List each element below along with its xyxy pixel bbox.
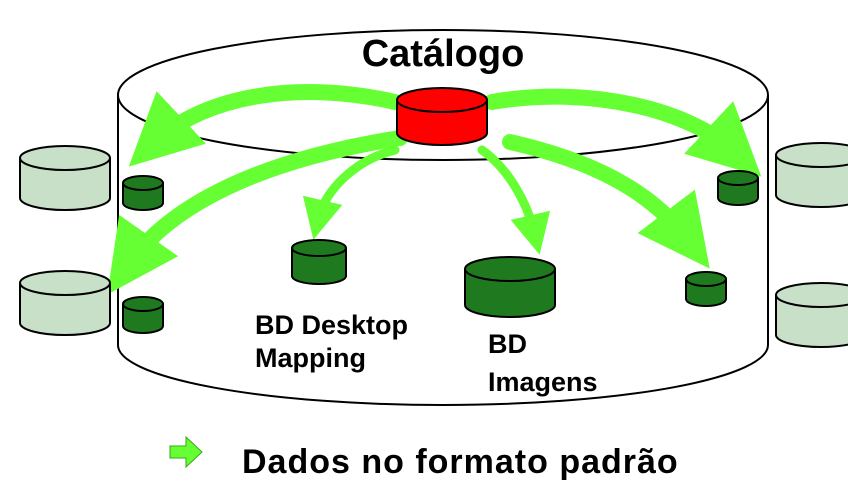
desktop-mapping-label-line1: BD Desktop <box>255 310 408 340</box>
arrow-to-desktop-db <box>302 145 400 240</box>
arrow-to-right-db <box>502 134 710 269</box>
external-db-top-left-icon <box>19 145 111 211</box>
external-db-top-right-icon <box>775 142 848 208</box>
external-db-mid-right-icon <box>775 282 848 348</box>
desktop-mapping-label-line2: Mapping <box>255 343 366 373</box>
arrow-to-top-left-db <box>128 84 403 167</box>
internal-db-right-icon <box>685 271 727 307</box>
green-arrow-icon <box>169 435 203 469</box>
arrow-to-mid-left-db <box>107 130 408 295</box>
catalog-db-icon <box>396 87 488 146</box>
arrow-to-top-right-db <box>484 88 762 177</box>
arrow-to-images-db <box>477 145 551 255</box>
images-label-line2: Imagens <box>488 367 598 397</box>
internal-db-top-right-icon <box>717 170 759 206</box>
images-label-line1: BD <box>488 329 527 359</box>
legend-text: Dados no formato padrão <box>242 443 679 481</box>
external-db-mid-left-icon <box>19 270 111 336</box>
images-db-icon <box>464 256 556 318</box>
diagram-title: Catálogo <box>362 33 525 75</box>
internal-db-top-left-icon <box>122 175 164 211</box>
desktop-mapping-db-icon <box>291 239 347 285</box>
arrows <box>107 84 762 295</box>
internal-db-mid-left-icon <box>122 296 164 334</box>
